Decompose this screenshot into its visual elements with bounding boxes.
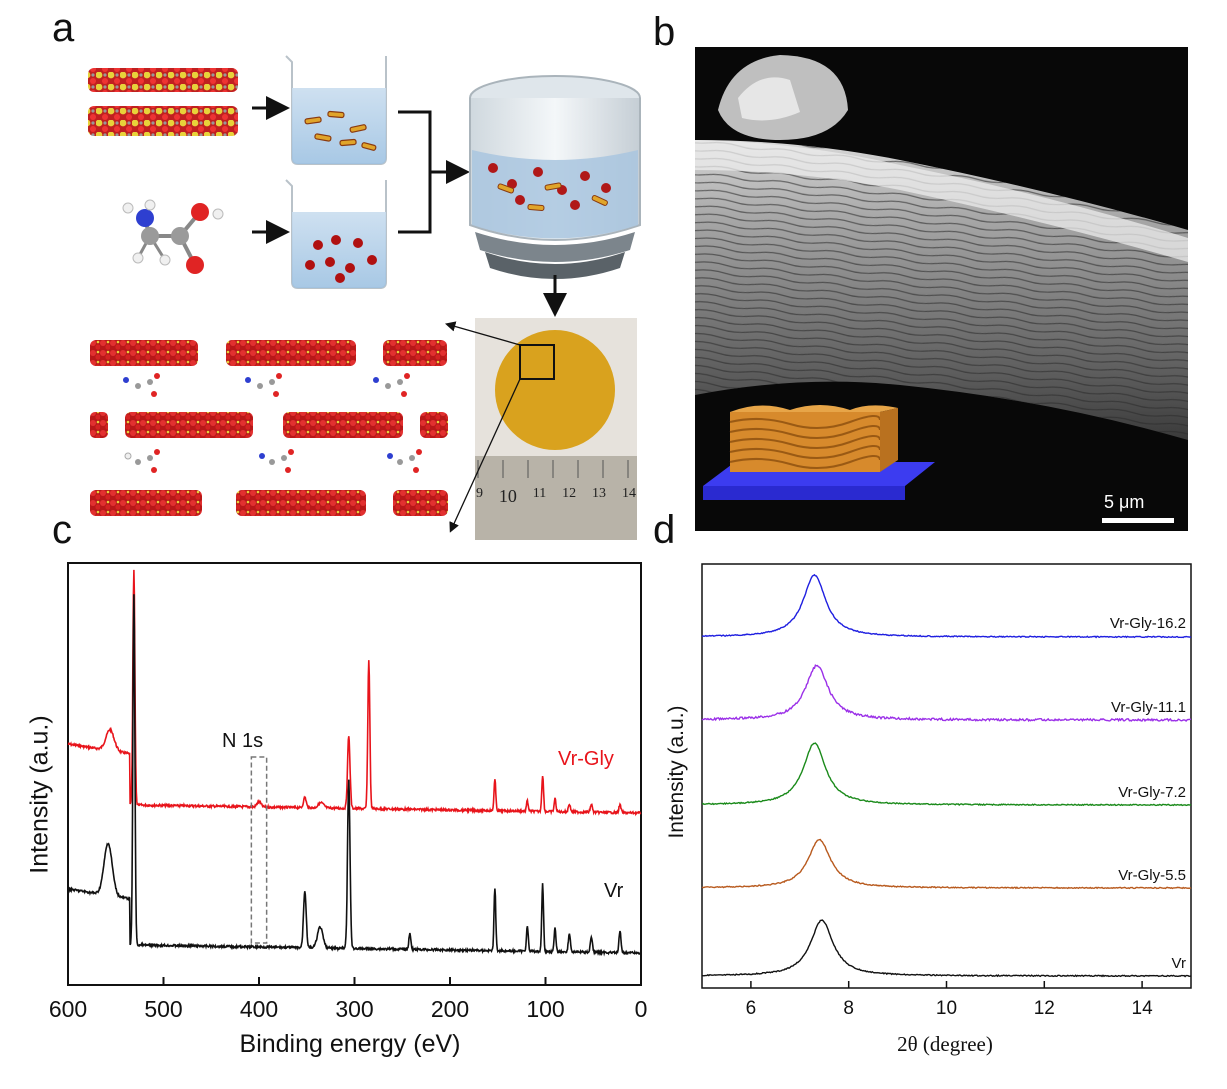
xrd-x-tick-label: 10	[936, 998, 957, 1019]
xrd-x-tick-label: 12	[1034, 998, 1055, 1019]
ruler-number: 11	[532, 486, 547, 501]
xps-annotation-n1s: N 1s	[222, 730, 264, 752]
xrd-x-tick-label: 8	[843, 998, 854, 1019]
xrd-x-tick-label: 6	[746, 998, 757, 1019]
xps-x-tick-label: 100	[526, 996, 564, 1022]
ruler-number: 9	[476, 486, 483, 501]
xrd-series-label: Vr-Gly-11.1	[1111, 699, 1186, 716]
xrd-series-line	[702, 742, 1192, 807]
ruler-number: 12	[562, 486, 577, 501]
panel-label-d: d	[653, 508, 676, 552]
stack-inset-icon	[703, 405, 935, 500]
xrd-series-line	[701, 664, 1192, 723]
xrd-series-line	[701, 573, 1192, 639]
filtration-vessel-icon	[469, 75, 641, 279]
xps-x-tick-label: 500	[144, 996, 182, 1022]
panel-label-a: a	[52, 6, 75, 50]
xps-x-tick-label: 400	[240, 996, 278, 1022]
xps-x-axis-label: Binding energy (eV)	[239, 1030, 461, 1058]
film-photo	[475, 318, 637, 540]
xps-x-tick-label: 0	[635, 996, 648, 1022]
xrd-series-label: Vr-Gly-16.2	[1110, 615, 1186, 632]
panel-a-schematic	[88, 55, 641, 540]
xps-x-tick-label: 300	[335, 996, 373, 1022]
glycine-molecule-icon	[122, 199, 224, 274]
xrd-series-line	[702, 919, 1192, 978]
xrd-series-line	[701, 838, 1192, 890]
beaker-nanosheets-icon	[285, 55, 387, 165]
ruler-number: 10	[498, 486, 517, 506]
ruler-numbers: 9 10 11 12 13 14	[476, 486, 636, 506]
xrd-series-label: Vr-Gly-7.2	[1118, 784, 1186, 801]
xrd-x-tick-label: 14	[1132, 998, 1154, 1019]
xps-series-line	[67, 569, 642, 817]
xrd-series-label: Vr	[1172, 955, 1186, 972]
xps-series-label-vr: Vr	[604, 880, 624, 902]
beaker-glycine-icon	[285, 179, 387, 289]
xps-series-line	[67, 594, 642, 957]
xps-series-label-vr-gly: Vr-Gly	[558, 748, 614, 770]
xps-x-tick-label: 600	[49, 996, 87, 1022]
ruler-number: 14	[621, 486, 636, 501]
xrd-x-axis-label: 2θ (degree)	[897, 1032, 993, 1056]
xps-n1s-region-box	[250, 756, 268, 944]
panel-label-b: b	[653, 10, 676, 54]
layered-crystal-icon	[88, 68, 238, 136]
panel-label-c: c	[52, 508, 72, 552]
sem-image	[695, 47, 1188, 531]
xps-x-tick-label: 200	[431, 996, 469, 1022]
intercalated-structure-icon	[90, 340, 448, 516]
scale-bar-label: 5 μm	[1104, 492, 1145, 512]
ruler-number: 13	[592, 486, 607, 501]
xrd-y-axis-label: Intensity (a.u.)	[665, 705, 688, 839]
xrd-series-label: Vr-Gly-5.5	[1118, 867, 1186, 884]
